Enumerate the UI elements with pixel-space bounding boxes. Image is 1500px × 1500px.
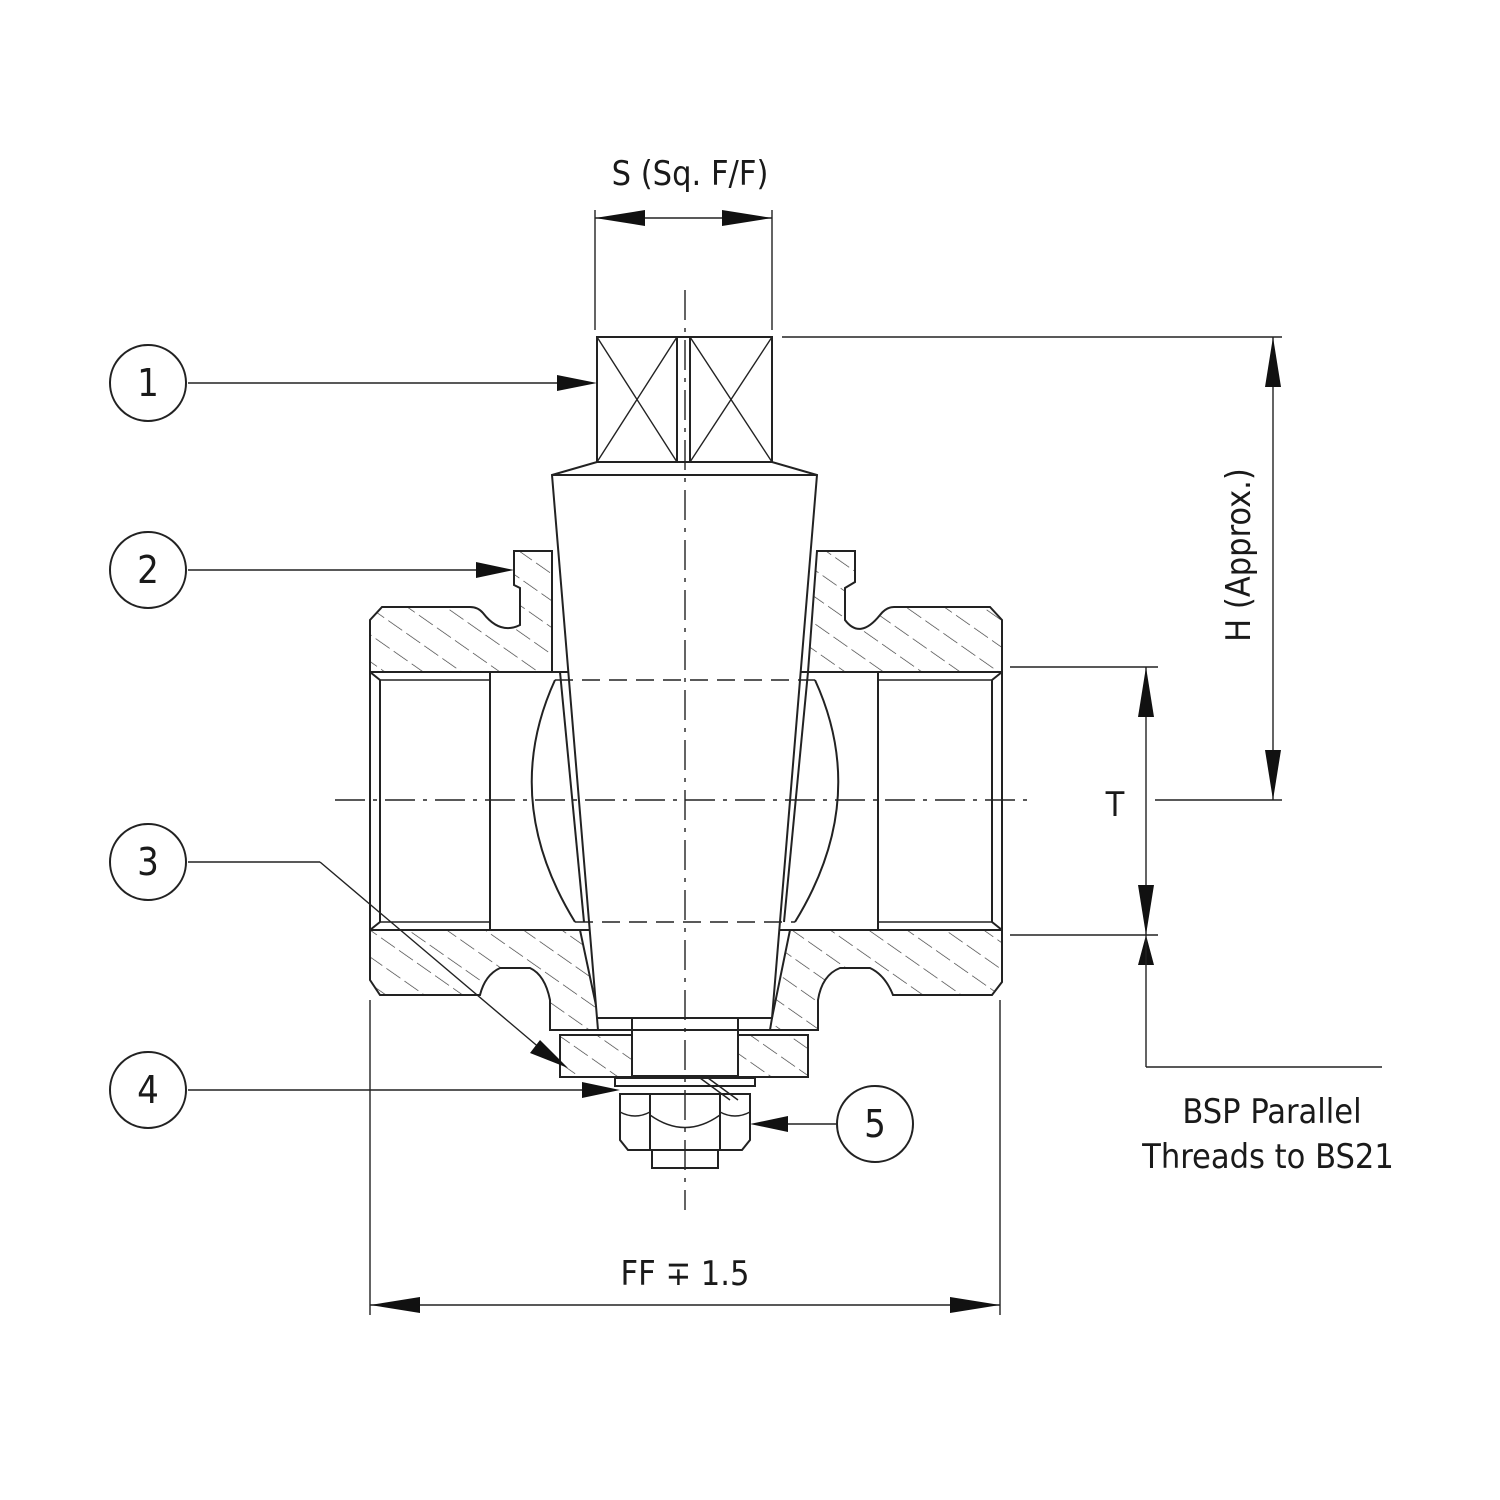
dimension-s: S (Sq. F/F) — [594, 154, 773, 330]
callout-5-number: 5 — [864, 1102, 886, 1146]
dimension-h: H (Approx.) — [782, 336, 1282, 801]
callout-2-number: 2 — [137, 548, 159, 592]
body-lower-right — [768, 929, 1003, 1031]
dimension-ff: FF ∓ 1.5 — [369, 1000, 1001, 1315]
note-line-1: BSP Parallel — [1182, 1092, 1361, 1132]
note-line-2: Threads to BS21 — [1141, 1137, 1394, 1177]
dim-s-label: S (Sq. F/F) — [612, 154, 769, 194]
body-upper-left — [369, 550, 553, 673]
callout-5: 5 — [750, 1085, 914, 1163]
dim-ff-label: FF ∓ 1.5 — [621, 1254, 750, 1294]
callout-4-number: 4 — [137, 1068, 159, 1112]
callout-3-number: 3 — [137, 840, 159, 884]
callout-1: 1 — [109, 344, 597, 422]
dimension-t: T — [1010, 666, 1382, 1068]
dim-h-label: H (Approx.) — [1219, 468, 1259, 642]
dim-t-label: T — [1105, 785, 1125, 825]
callout-2: 2 — [109, 531, 514, 609]
callout-3: 3 — [109, 823, 568, 1068]
callout-1-number: 1 — [137, 361, 159, 405]
body-upper-right — [806, 550, 1003, 673]
callout-4: 4 — [109, 1051, 620, 1129]
body-lower-left — [369, 929, 600, 1031]
thread-note: BSP Parallel Threads to BS21 — [1141, 1092, 1394, 1177]
